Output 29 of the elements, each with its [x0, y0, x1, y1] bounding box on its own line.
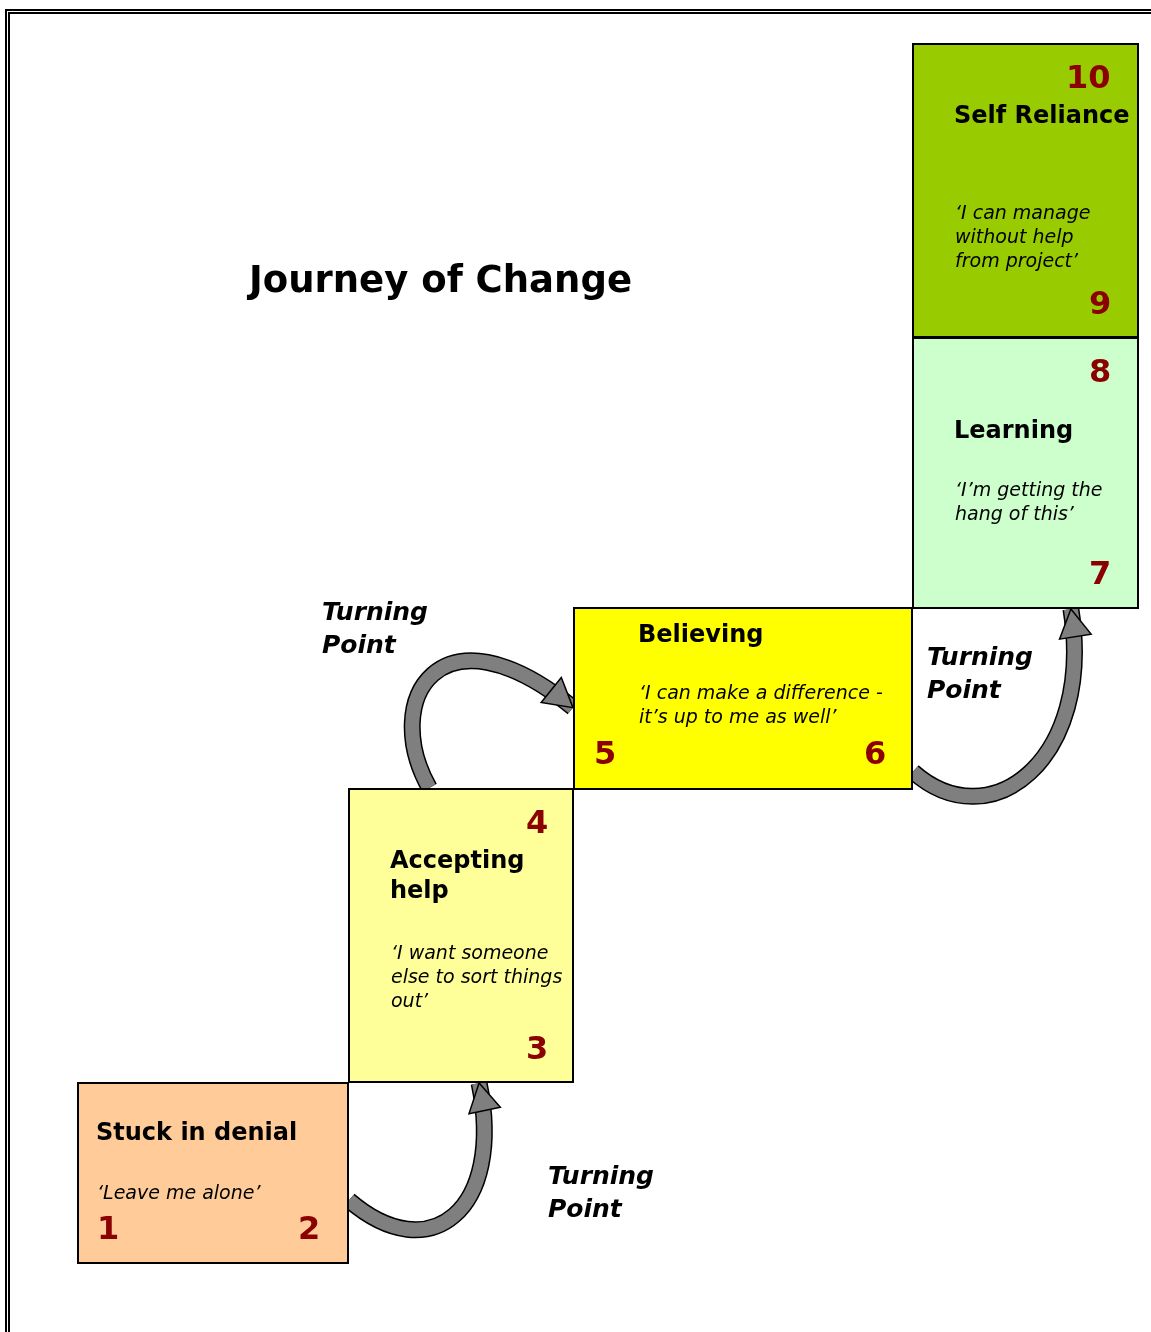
- stage-box: [573, 607, 913, 790]
- stage-heading: Accepting help: [390, 845, 526, 905]
- stage-box: [77, 1082, 349, 1264]
- stage-heading: Believing: [638, 619, 765, 649]
- step-number: 4: [526, 802, 549, 842]
- turning-point-label: Turning Point: [927, 641, 1035, 706]
- step-number: 9: [1089, 283, 1112, 323]
- step-number: 8: [1089, 351, 1112, 391]
- stage-quote: ‘Leave me alone’: [97, 1181, 262, 1205]
- stage-quote: ‘I can manage without help from project’: [955, 201, 1092, 273]
- step-number: 5: [594, 733, 617, 773]
- stage-box: [912, 337, 1139, 609]
- stage-quote: ‘I can make a difference - it’s up to me as well’: [639, 681, 884, 729]
- stage-heading: Self Reliance: [954, 100, 1131, 130]
- step-number: 10: [1066, 57, 1111, 97]
- step-number: 2: [298, 1208, 321, 1248]
- stage-heading: Stuck in denial: [96, 1117, 299, 1147]
- stage-box: [912, 43, 1139, 338]
- stage-quote: ‘I want someone else to sort things out’: [391, 941, 564, 1013]
- turning-point-label: Turning Point: [322, 596, 430, 661]
- step-number: 7: [1089, 553, 1112, 593]
- turning-point-label: Turning Point: [548, 1160, 656, 1225]
- stage-heading: Learning: [954, 415, 1075, 445]
- diagram-title: Journey of Change: [249, 258, 632, 301]
- step-number: 3: [526, 1028, 549, 1068]
- step-number: 6: [864, 733, 887, 773]
- step-number: 1: [97, 1208, 120, 1248]
- stage-box: [348, 788, 574, 1083]
- stage-quote: ‘I’m getting the hang of this’: [955, 478, 1104, 526]
